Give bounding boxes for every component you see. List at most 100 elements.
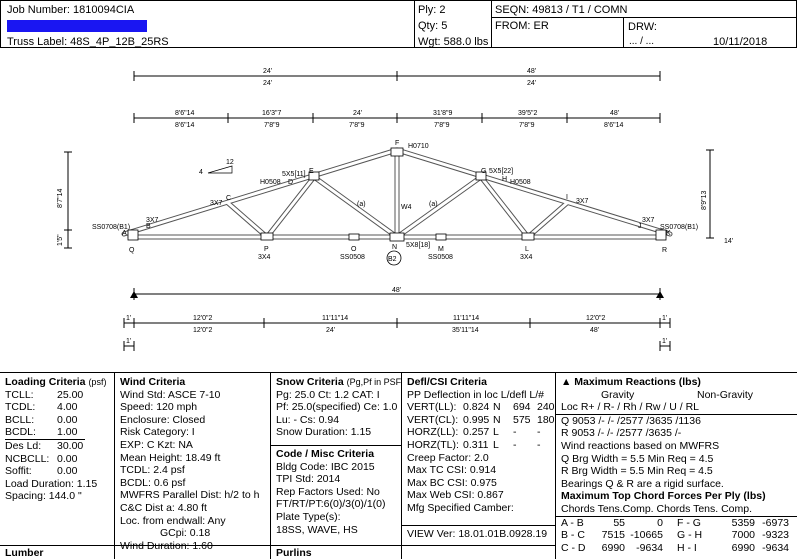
pitch-run: 4 — [199, 169, 203, 176]
loading-row: BCLL:0.00 — [5, 413, 78, 426]
wind-title: Wind Criteria — [120, 376, 186, 388]
code-title: Code / Misc Criteria — [276, 447, 375, 460]
forces-head: Chords Tens.Comp. Chords Tens. Comp. — [556, 503, 797, 517]
defl-line: Max Web CSI: 0.867 — [407, 489, 504, 502]
web-a-left: (a) — [357, 201, 366, 208]
dim-row2-b: 7'8"9 — [519, 122, 535, 129]
node-Q: Q — [129, 247, 135, 254]
seqn: SEQN: 49813 / T1 / COMN — [495, 4, 628, 16]
reactions-title: ▲ Maximum Reactions (lbs) — [561, 376, 701, 388]
dim-row2-a: 24' — [353, 110, 362, 117]
divider — [491, 17, 797, 18]
divider — [414, 1, 415, 48]
non-gravity-label: Non-Gravity — [697, 388, 754, 401]
qty: Qty: 5 — [418, 20, 448, 32]
wind-criteria: Wind Criteria Wind Std: ASCE 7-10 Speed:… — [115, 373, 271, 559]
plate-M: SS0508 — [428, 254, 453, 261]
divider — [491, 1, 492, 48]
node-H: H — [502, 176, 507, 183]
dim-bot-b: 24' — [326, 327, 335, 334]
drw-sub: ... / ... — [629, 36, 655, 47]
defl-line: Max TC CSI: 0.914 — [407, 464, 497, 477]
node-C: C — [226, 195, 231, 202]
dim-row2-a: 16'3"7 — [262, 110, 282, 117]
loading-title: Loading Criteria — [5, 376, 86, 388]
view-version: VIEW Ver: 18.01.01B.0928.19 — [407, 527, 548, 540]
forces-title: Maximum Top Chord Forces Per Ply (lbs) — [561, 490, 766, 503]
wind-line: BCDL: 0.6 psf — [120, 476, 186, 489]
wind-line: TCDL: 2.4 psf — [120, 464, 185, 477]
code-line: TPI Std: 2014 — [276, 473, 341, 486]
code-line: Bldg Code: IBC 2015 — [276, 460, 375, 473]
dim-row2-b: 8'6"14 — [175, 122, 195, 129]
dim-row2-b: 7'8"9 — [434, 122, 450, 129]
node-E: E — [309, 168, 314, 175]
plate-H0508-right: H0508 — [510, 179, 531, 186]
dim-top1-right: 48' — [527, 68, 536, 75]
height-left: 8'7"14 — [57, 188, 64, 208]
bearing-B2: B2 — [388, 256, 397, 263]
loading-unit: (psf) — [88, 377, 107, 387]
dim-top1-left-sub: 24' — [263, 80, 272, 87]
purlins-heading: Purlins — [276, 547, 312, 559]
lumber-heading: Lumber — [5, 547, 44, 559]
pitch-rise: 12 — [226, 159, 234, 166]
snow-code-criteria: Snow Criteria (Pg,Pf in PSF) Pg: 25.0 Ct… — [271, 373, 402, 559]
weight: Wgt: 588.0 lbs — [418, 36, 489, 48]
web-a-right: (a) — [429, 201, 438, 208]
wind-line: GCpi: 0.18 — [160, 527, 211, 540]
plate-H0508-left: H0508 — [260, 179, 281, 186]
wind-line: Wind Std: ASCE 7-10 — [120, 388, 221, 401]
dim-row2-a: 48' — [610, 110, 619, 117]
node-M: M — [438, 246, 444, 253]
header-block: Job Number: 1810094CIA Truss Label: 48S_… — [0, 0, 797, 48]
node-F: F — [395, 140, 399, 147]
dim-bot-a: 12'0"2 — [193, 315, 213, 322]
job-number: Job Number: 1810094CIA — [7, 4, 135, 16]
snow-line: Pg: 25.0 Ct: 1.2 CAT: I — [276, 388, 380, 401]
plate-B: 3X7 — [146, 217, 159, 224]
small-dim-right-2: 1' — [662, 338, 667, 345]
reaction-row: Q 9053 /- /- /2577 /3635 /1136 — [561, 414, 701, 427]
node-D: D — [288, 179, 293, 186]
node-A: A — [122, 230, 127, 237]
bearings-note: Bearings Q & R are a rigid surface. — [561, 477, 724, 490]
loading-row: TCDL:4.00 — [5, 401, 78, 414]
snow-line: Snow Duration: 1.15 — [276, 426, 372, 439]
plate-D: 5X5[11] — [282, 171, 306, 178]
wind-line: MWFRS Parallel Dist: h/2 to h — [120, 489, 260, 502]
plate-G: 5X5[22] — [489, 168, 513, 175]
snow-unit: (Pg,Pf in PSF) — [346, 377, 402, 387]
dim-bot-a: 11'11"14 — [322, 315, 348, 322]
loading-row: NCBCLL:0.00 — [5, 452, 78, 465]
dim-bot-a: 12'0"2 — [586, 315, 606, 322]
dim-row2-b: 7'8"9 — [349, 122, 365, 129]
plate-C: 3X7 — [210, 200, 223, 207]
loading-criteria: Loading Criteria (psf) TCLL:25.00 TCDL:4… — [0, 373, 115, 559]
bearing-row: Q Brg Width = 5.5 Min Req = 4.5 — [561, 452, 714, 465]
redacted-bar — [7, 20, 147, 32]
node-L: L — [525, 246, 529, 253]
dim-row2-b: 7'8"9 — [264, 122, 280, 129]
wind-line: Wind Duration: 1.60 — [120, 540, 270, 553]
height-right: 8'9"13 — [701, 190, 708, 210]
plate-L: 3X4 — [520, 254, 533, 261]
node-R: R — [662, 247, 667, 254]
plate-I: 3X7 — [576, 198, 589, 205]
dim-bot-b: 48' — [590, 327, 599, 334]
dim-bot-b: 12'0"2 — [193, 327, 213, 334]
node-N: N — [392, 244, 397, 251]
plate-J: 3X7 — [642, 217, 655, 224]
dim-top1-left: 24' — [263, 68, 272, 75]
dim-bot-a: 11'11"14 — [453, 315, 479, 322]
defl-line: Creep Factor: 2.0 — [407, 451, 489, 464]
dim-row2-a: 31'8"9 — [433, 110, 453, 117]
wind-line: C&C Dist a: 4.80 ft — [120, 501, 207, 514]
wind-line: Loc. from endwall: Any — [120, 514, 226, 527]
heel-left: 1'5" — [57, 234, 64, 246]
